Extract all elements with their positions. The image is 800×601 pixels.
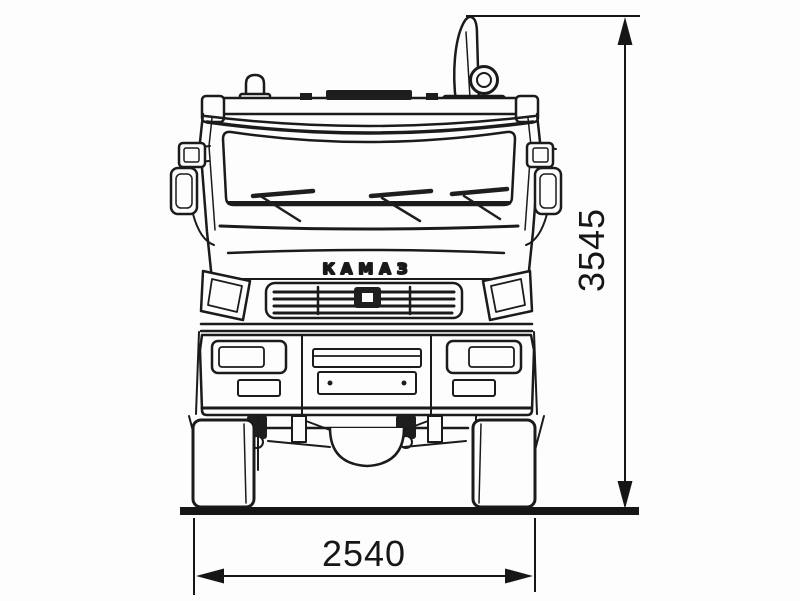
right-mirror xyxy=(525,141,563,246)
roof-marker-panel xyxy=(326,90,412,100)
left-wheel xyxy=(191,418,256,509)
left-headlight xyxy=(210,339,288,375)
windshield xyxy=(221,130,517,207)
right-fog-light xyxy=(452,379,496,397)
right-wheel xyxy=(471,418,537,509)
arrow-right-icon xyxy=(505,568,533,584)
bumper-center-step xyxy=(312,348,422,395)
height-dimension-label: 3545 xyxy=(571,208,612,292)
width-dimension-label: 2540 xyxy=(322,533,406,574)
front-bumper xyxy=(198,322,536,417)
truck-front-view: КАМАЗ xyxy=(169,15,563,509)
windshield-wipers xyxy=(250,186,510,223)
front-panel xyxy=(218,224,520,280)
arrow-up-icon xyxy=(617,17,633,45)
roof-visor xyxy=(200,90,540,135)
height-dimension: 3545 xyxy=(466,15,640,509)
right-corner-vent xyxy=(481,269,534,322)
kamaz-logo: КАМАЗ xyxy=(322,260,413,278)
front-axle xyxy=(247,415,477,471)
radiator-grille xyxy=(264,281,464,320)
width-dimension: 2540 xyxy=(193,518,536,595)
arrow-down-icon xyxy=(617,481,633,509)
differential-housing xyxy=(328,426,406,468)
arrow-left-icon xyxy=(196,568,224,584)
left-fog-light xyxy=(237,379,281,397)
left-corner-vent xyxy=(199,269,252,322)
air-horn-icon xyxy=(469,65,499,95)
left-mirror xyxy=(169,141,215,246)
right-headlight xyxy=(445,339,523,375)
